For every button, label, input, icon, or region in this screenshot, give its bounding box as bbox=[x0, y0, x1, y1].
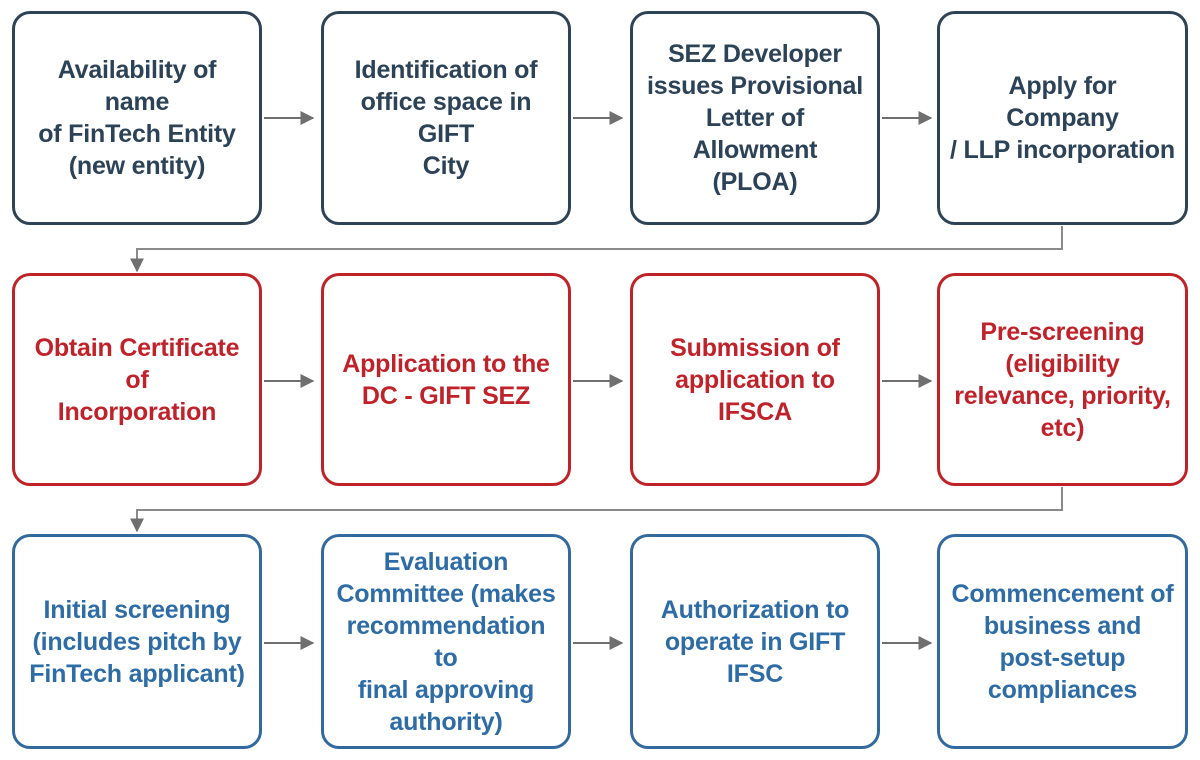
flow-node-application-to-dc-gift-sez[interactable]: Application to the DC - GIFT SEZ bbox=[321, 273, 571, 486]
flow-node-sez-developer-ploa[interactable]: SEZ Developer issues Provisional Letter … bbox=[630, 11, 880, 225]
flow-node-label: Submission of application to IFSCA bbox=[670, 333, 840, 426]
flow-node-apply-for-company-llp-incorporation[interactable]: Apply for Company / LLP incorporation bbox=[937, 11, 1188, 225]
arrow-node8-node9 bbox=[130, 487, 1063, 533]
flow-node-pre-screening[interactable]: Pre-screening (eligibility relevance, pr… bbox=[937, 273, 1188, 486]
flow-node-initial-screening[interactable]: Initial screening (includes pitch by Fin… bbox=[12, 534, 262, 749]
flow-node-label: Application to the DC - GIFT SEZ bbox=[342, 349, 550, 410]
flow-node-label: Authorization to operate in GIFT IFSC bbox=[660, 595, 850, 688]
flow-node-commencement-of-business[interactable]: Commencement of business and post-setup … bbox=[937, 534, 1188, 749]
flow-node-label: SEZ Developer issues Provisional Letter … bbox=[647, 40, 863, 196]
flow-node-identification-of-office-space[interactable]: Identification of office space in GIFT C… bbox=[321, 11, 571, 225]
flow-node-label: Availability of name of FinTech Entity (… bbox=[38, 56, 236, 180]
flow-node-availability-of-name[interactable]: Availability of name of FinTech Entity (… bbox=[12, 11, 262, 225]
arrow-node4-node5 bbox=[130, 226, 1063, 273]
flow-node-label: Obtain Certificate of Incorporation bbox=[34, 333, 240, 426]
flow-node-submission-of-application-to-ifsca[interactable]: Submission of application to IFSCA bbox=[630, 273, 880, 486]
flow-node-label: Identification of office space in GIFT C… bbox=[354, 56, 538, 180]
flow-node-obtain-certificate-of-incorporation[interactable]: Obtain Certificate of Incorporation bbox=[12, 273, 262, 486]
flow-node-authorization-to-operate-in-gift-ifsc[interactable]: Authorization to operate in GIFT IFSC bbox=[630, 534, 880, 749]
flow-node-label: Commencement of business and post-setup … bbox=[951, 579, 1174, 704]
flow-node-evaluation-committee[interactable]: Evaluation Committee (makes recommendati… bbox=[321, 534, 571, 749]
flow-node-label: Apply for Company / LLP incorporation bbox=[950, 72, 1175, 164]
flow-node-label: Initial screening (includes pitch by Fin… bbox=[29, 595, 245, 688]
flow-node-label: Evaluation Committee (makes recommendati… bbox=[336, 547, 556, 736]
flow-node-label: Pre-screening (eligibility relevance, pr… bbox=[954, 317, 1171, 442]
